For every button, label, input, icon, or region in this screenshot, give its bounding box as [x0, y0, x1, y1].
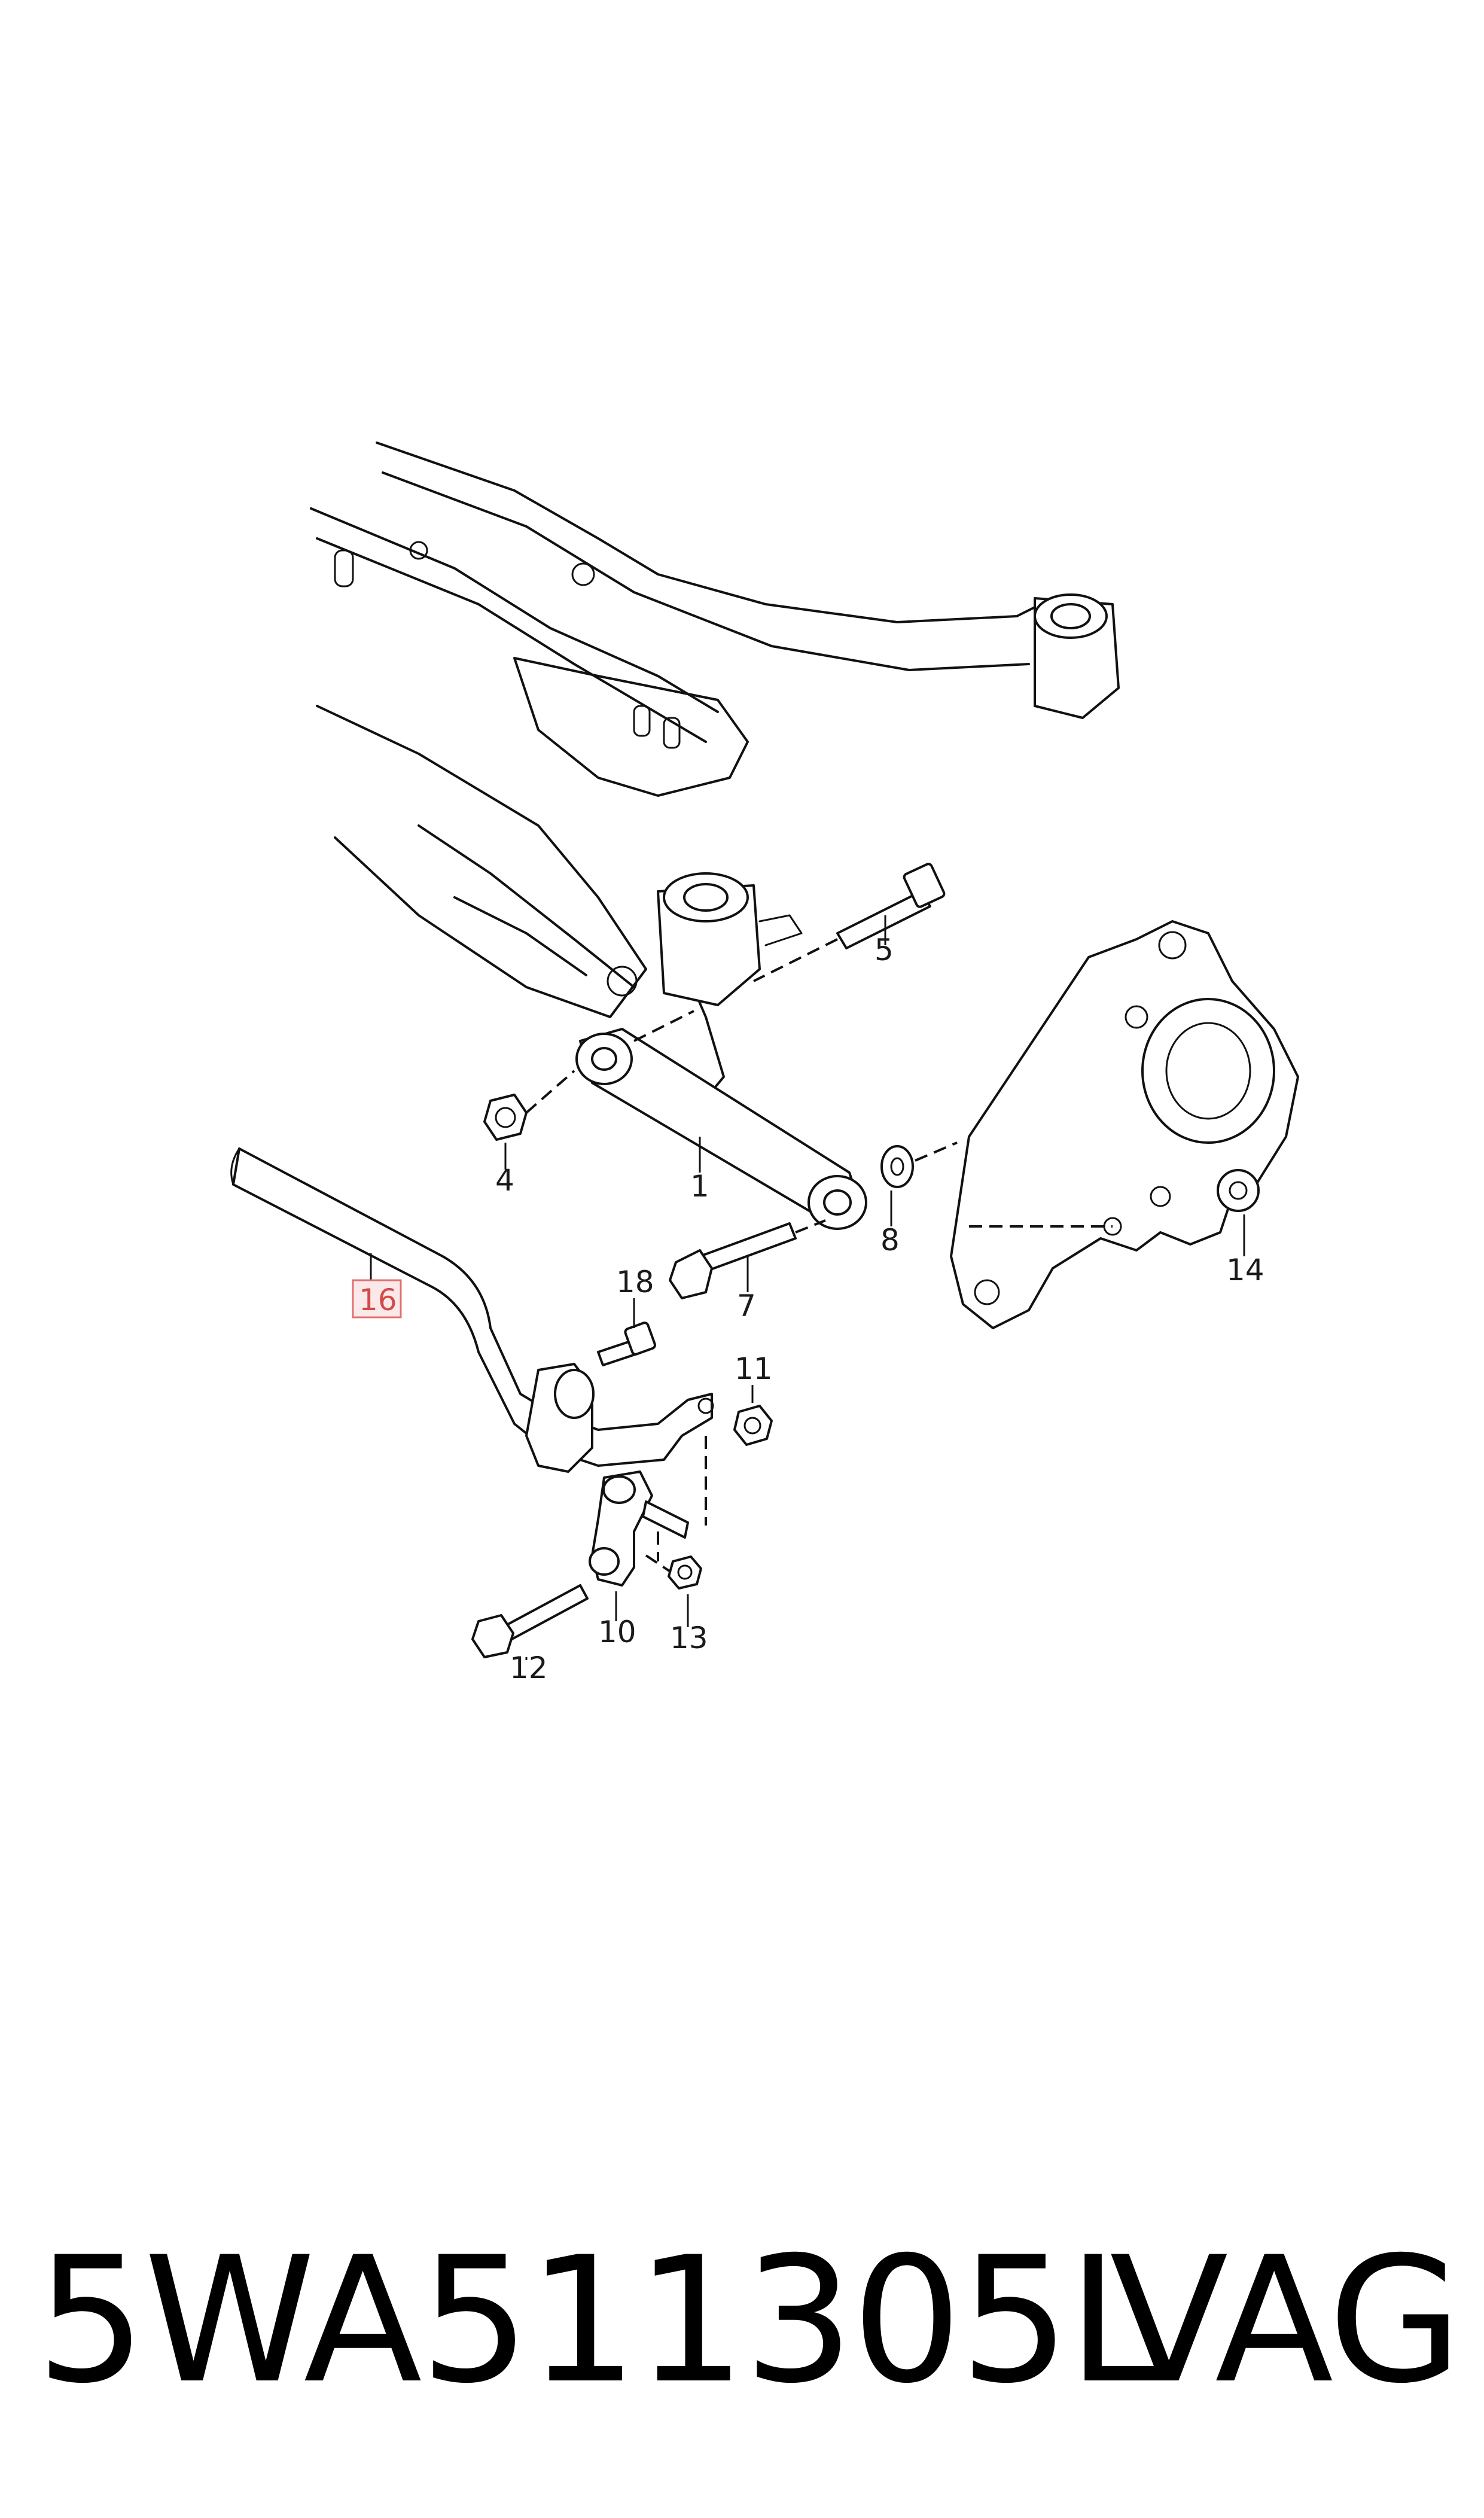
part-13-nut: [668, 1555, 702, 1590]
callout-14: 14: [1226, 1253, 1264, 1287]
part-10-coupling-rod: [589, 1470, 689, 1587]
callout-labels: 5 1 4 8 7 14 18 11 10 13 12 16: [352, 933, 1264, 1685]
callout-7: 7: [737, 1289, 756, 1323]
part-number: 5WA511305L: [36, 2220, 1164, 2422]
rear-subframe: [310, 442, 1120, 1114]
part-5-bolt: [753, 863, 946, 982]
callout-1: 1: [690, 1169, 709, 1204]
part-18-bolt: [597, 1322, 656, 1366]
callout-16: 16: [359, 1283, 397, 1317]
callout-16-highlight-box: [352, 1279, 402, 1319]
callout-10: 10: [598, 1615, 636, 1649]
part-7-bolt: [669, 1219, 826, 1299]
callout-5: 5: [874, 933, 894, 967]
part-8-washer: [880, 1141, 958, 1188]
brand-label: VAG: [1110, 2220, 1462, 2422]
callout-13: 13: [670, 1621, 708, 1655]
part-12-bolt: [471, 1584, 589, 1658]
part-16-stabilizer-bar: [230, 1147, 714, 1526]
callout-8: 8: [880, 1223, 900, 1258]
part-4-nut: [483, 1070, 575, 1141]
leader-lines: [370, 915, 1245, 1660]
part-11-nut: [733, 1405, 773, 1446]
part-1-control-arm: [575, 1010, 867, 1230]
footer: 5WA511305L VAG: [0, 2231, 1484, 2411]
part-14-wheel-carrier: [950, 920, 1299, 1329]
exploded-parts-diagram: 5 1 4 8 7 14 18 11 10 13 12 16: [230, 442, 1299, 1685]
callout-11: 11: [735, 1351, 773, 1386]
callout-18: 18: [616, 1265, 654, 1299]
callout-4: 4: [495, 1163, 514, 1198]
callout-12: 12: [510, 1651, 548, 1685]
